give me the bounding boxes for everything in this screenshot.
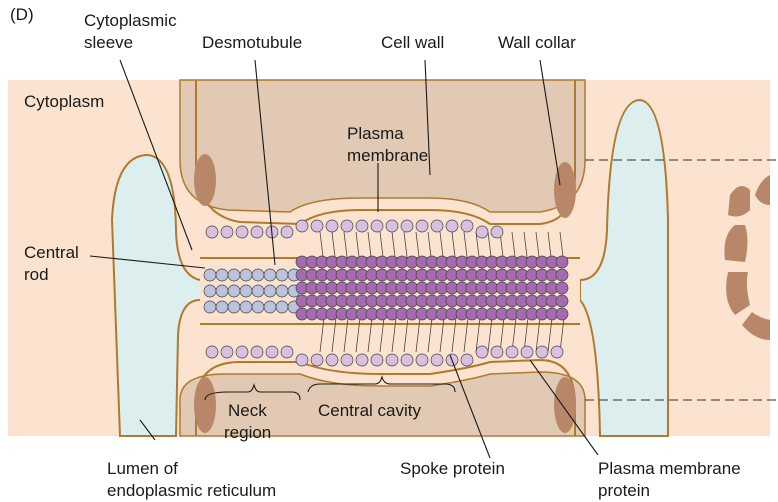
wall-collar-upper-left — [194, 154, 216, 206]
desmotubule-particle — [556, 256, 568, 268]
membrane-particle — [341, 354, 353, 366]
cytoplasm-label: Cytoplasm — [24, 92, 104, 111]
membrane-particle — [536, 346, 548, 358]
membrane-particle — [281, 226, 293, 238]
membrane-particle — [236, 346, 248, 358]
rod-particle — [276, 301, 288, 313]
membrane-particle — [431, 220, 443, 232]
membrane-particle — [506, 346, 518, 358]
membrane-particle — [416, 220, 428, 232]
plasma-membrane-protein-label: Plasma membrane protein — [598, 459, 745, 500]
rod-particle — [252, 301, 264, 313]
rod-particle — [252, 269, 264, 281]
wall-collar-lower-left — [194, 377, 216, 433]
membrane-particle — [491, 226, 503, 238]
rod-particle — [216, 285, 228, 297]
membrane-particle — [236, 226, 248, 238]
membrane-particle — [206, 226, 218, 238]
membrane-particle — [371, 220, 383, 232]
desmotubule-label: Desmotubule — [202, 33, 302, 52]
desmotubule-particle — [556, 269, 568, 281]
membrane-particle — [251, 346, 263, 358]
membrane-particle — [281, 346, 293, 358]
rod-particle — [204, 269, 216, 281]
rod-particle — [264, 285, 276, 297]
rod-particle — [204, 301, 216, 313]
membrane-particle — [221, 226, 233, 238]
membrane-particle — [446, 220, 458, 232]
rod-particle — [240, 285, 252, 297]
membrane-particle — [266, 346, 278, 358]
rod-particle — [240, 301, 252, 313]
rod-particle — [264, 269, 276, 281]
rod-particle — [228, 301, 240, 313]
spoke-protein-label: Spoke protein — [400, 459, 505, 478]
membrane-particle — [326, 354, 338, 366]
membrane-particle — [401, 354, 413, 366]
lumen-er-label: Lumen of endoplasmic reticulum — [107, 459, 276, 500]
desmotubule-particle — [556, 295, 568, 307]
central-cavity-label: Central cavity — [318, 401, 421, 420]
wall-collar-lower-right — [554, 377, 576, 433]
wall-collar-label: Wall collar — [498, 33, 576, 52]
membrane-particle — [461, 354, 473, 366]
cell-wall-label: Cell wall — [381, 33, 444, 52]
rod-particle — [216, 269, 228, 281]
membrane-particle — [311, 354, 323, 366]
membrane-particle — [296, 354, 308, 366]
rod-particle — [228, 285, 240, 297]
membrane-particle — [521, 346, 533, 358]
membrane-particle — [476, 346, 488, 358]
membrane-particle — [311, 220, 323, 232]
membrane-particle — [461, 220, 473, 232]
membrane-particle — [386, 354, 398, 366]
desmotubule-particle — [556, 282, 568, 294]
membrane-particle — [551, 346, 563, 358]
desmotubule-proteins — [296, 256, 568, 320]
membrane-particle — [386, 220, 398, 232]
cytoplasmic-sleeve-label: Cytoplasmic sleeve — [84, 11, 181, 52]
desmotubule-particle — [556, 308, 568, 320]
rod-particle — [240, 269, 252, 281]
rod-particle — [276, 285, 288, 297]
rod-particle — [228, 269, 240, 281]
rod-particle — [252, 285, 264, 297]
rod-particle — [276, 269, 288, 281]
rod-particle — [216, 301, 228, 313]
central-rod — [204, 269, 300, 313]
membrane-particle — [371, 354, 383, 366]
membrane-particle — [416, 354, 428, 366]
membrane-particle — [341, 220, 353, 232]
rod-particle — [204, 285, 216, 297]
membrane-particle — [206, 346, 218, 358]
membrane-particle — [326, 220, 338, 232]
membrane-particle — [401, 220, 413, 232]
membrane-particle — [476, 226, 488, 238]
membrane-particle — [356, 220, 368, 232]
membrane-particle — [296, 220, 308, 232]
rod-particle — [264, 301, 276, 313]
membrane-particle — [431, 354, 443, 366]
membrane-particle — [491, 346, 503, 358]
membrane-particle — [356, 354, 368, 366]
membrane-particle — [251, 226, 263, 238]
membrane-particle — [221, 346, 233, 358]
panel-label: (D) — [10, 5, 34, 24]
